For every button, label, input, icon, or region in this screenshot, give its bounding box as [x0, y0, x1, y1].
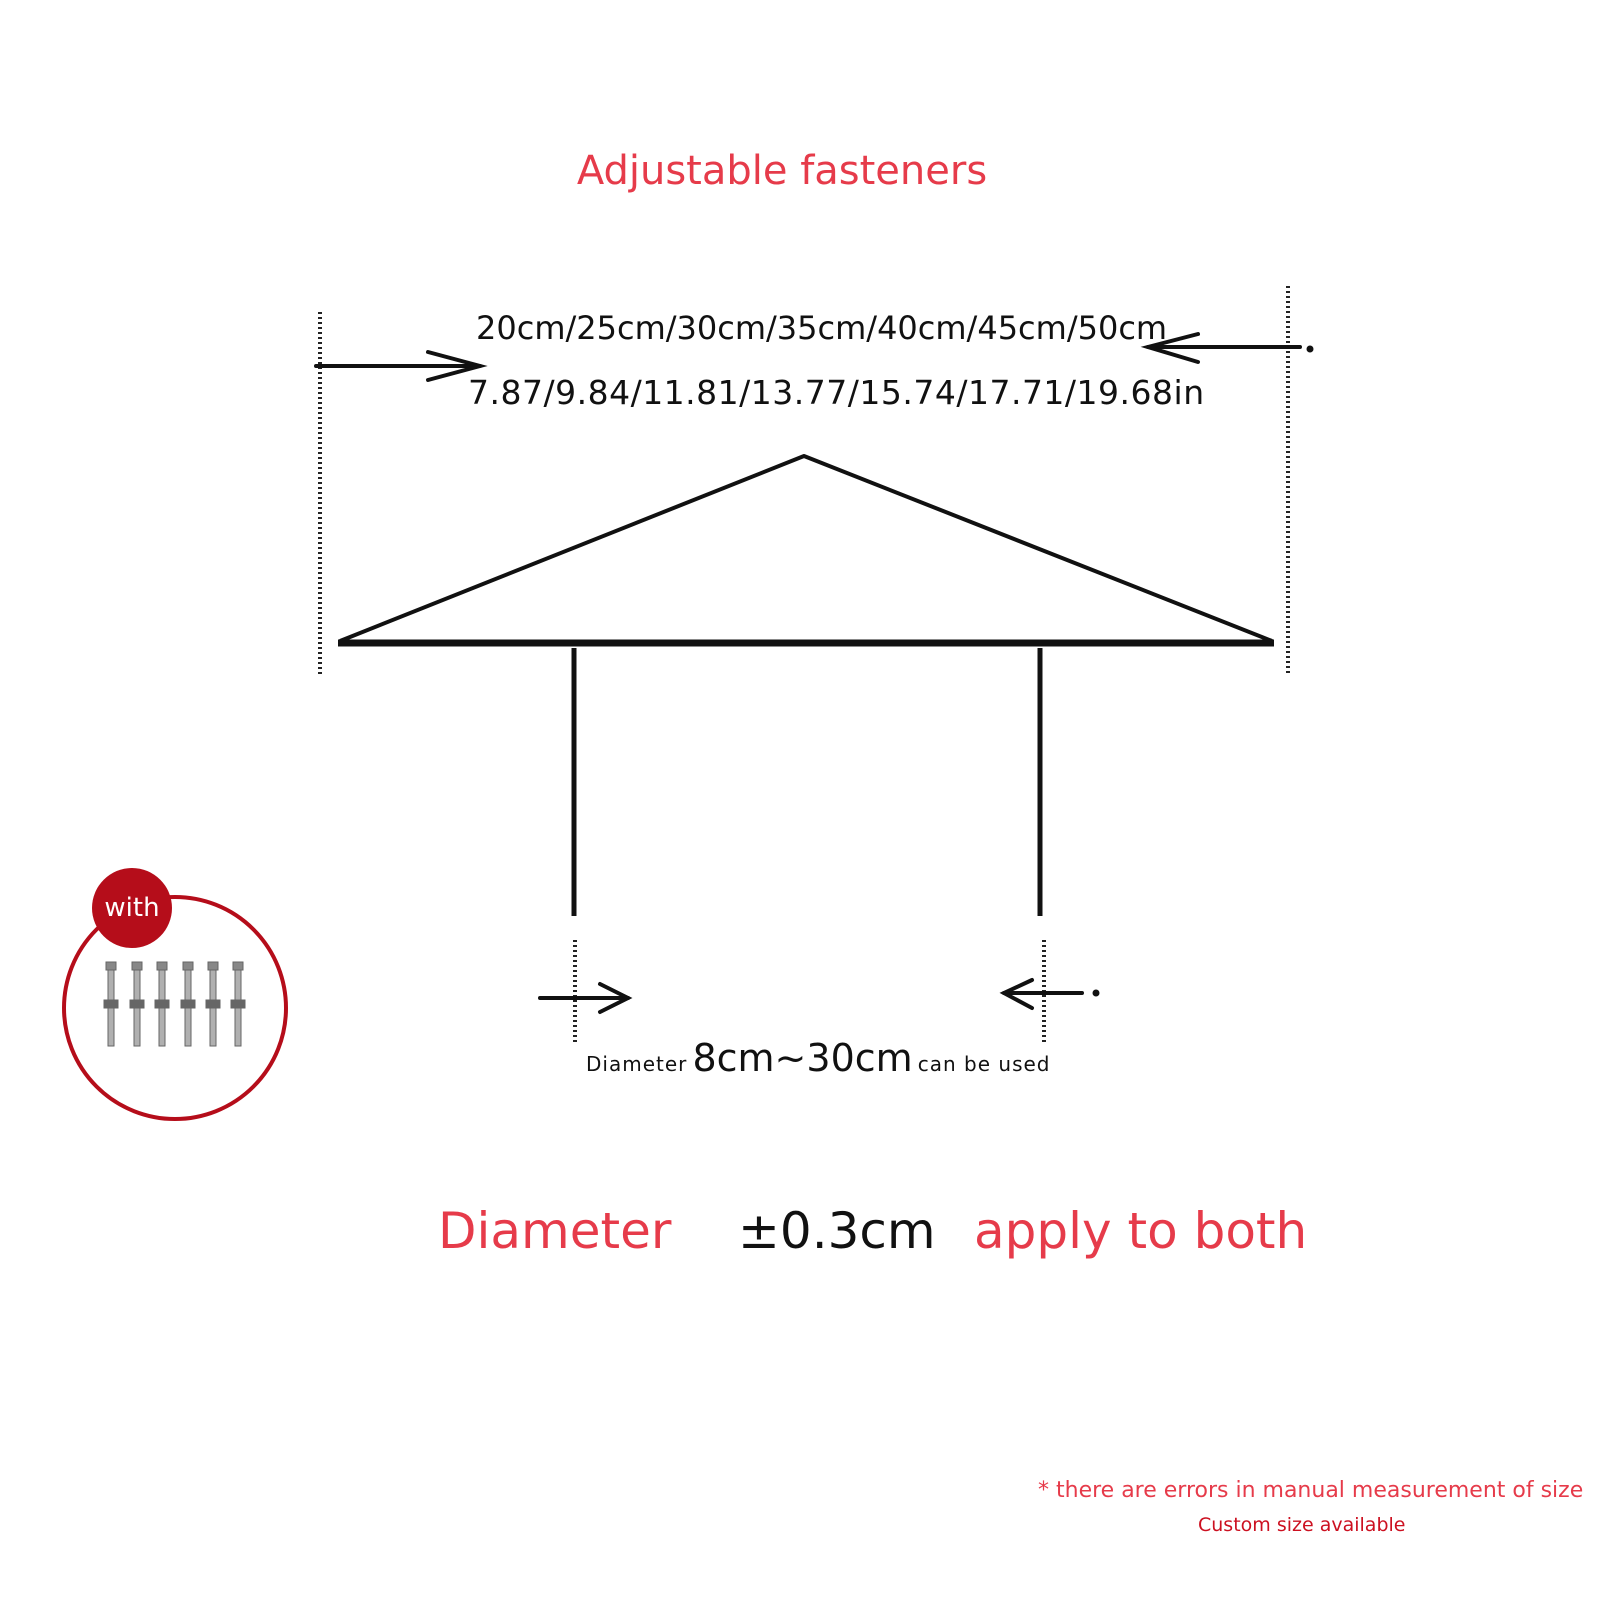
measurement-footnote: * there are errors in manual measurement…	[1038, 1478, 1584, 1503]
bolt-set-icon	[103, 961, 246, 1047]
accessory-badge: with	[92, 868, 172, 948]
accessory-circle	[62, 895, 288, 1121]
tolerance-value: ±0.3cm	[738, 1202, 936, 1260]
tolerance-scope: apply to both	[974, 1202, 1308, 1260]
right-width-arrow	[1140, 332, 1314, 364]
left-width-arrow	[314, 350, 488, 382]
diameter-range-caption: Diameter 8cm~30cm can be used	[586, 1036, 1051, 1080]
right-diameter-arrow	[999, 978, 1100, 1010]
width-options-cm: 20cm/25cm/30cm/35cm/40cm/45cm/50cm	[476, 309, 1168, 347]
width-options-inch: 7.87/9.84/11.81/13.77/15.74/17.71/19.68i…	[468, 373, 1205, 412]
left-diameter-arrow	[538, 982, 633, 1014]
diagram-title: Adjustable fasteners	[576, 148, 988, 194]
diameter-range-value: 8cm~30cm	[692, 1036, 913, 1080]
bracket-triangle	[338, 454, 1274, 647]
diameter-range-suffix: can be used	[917, 1052, 1051, 1076]
custom-size-note: Custom size available	[1198, 1514, 1406, 1536]
tolerance-label: Diameter	[438, 1202, 672, 1260]
diameter-range-prefix: Diameter	[586, 1052, 688, 1076]
